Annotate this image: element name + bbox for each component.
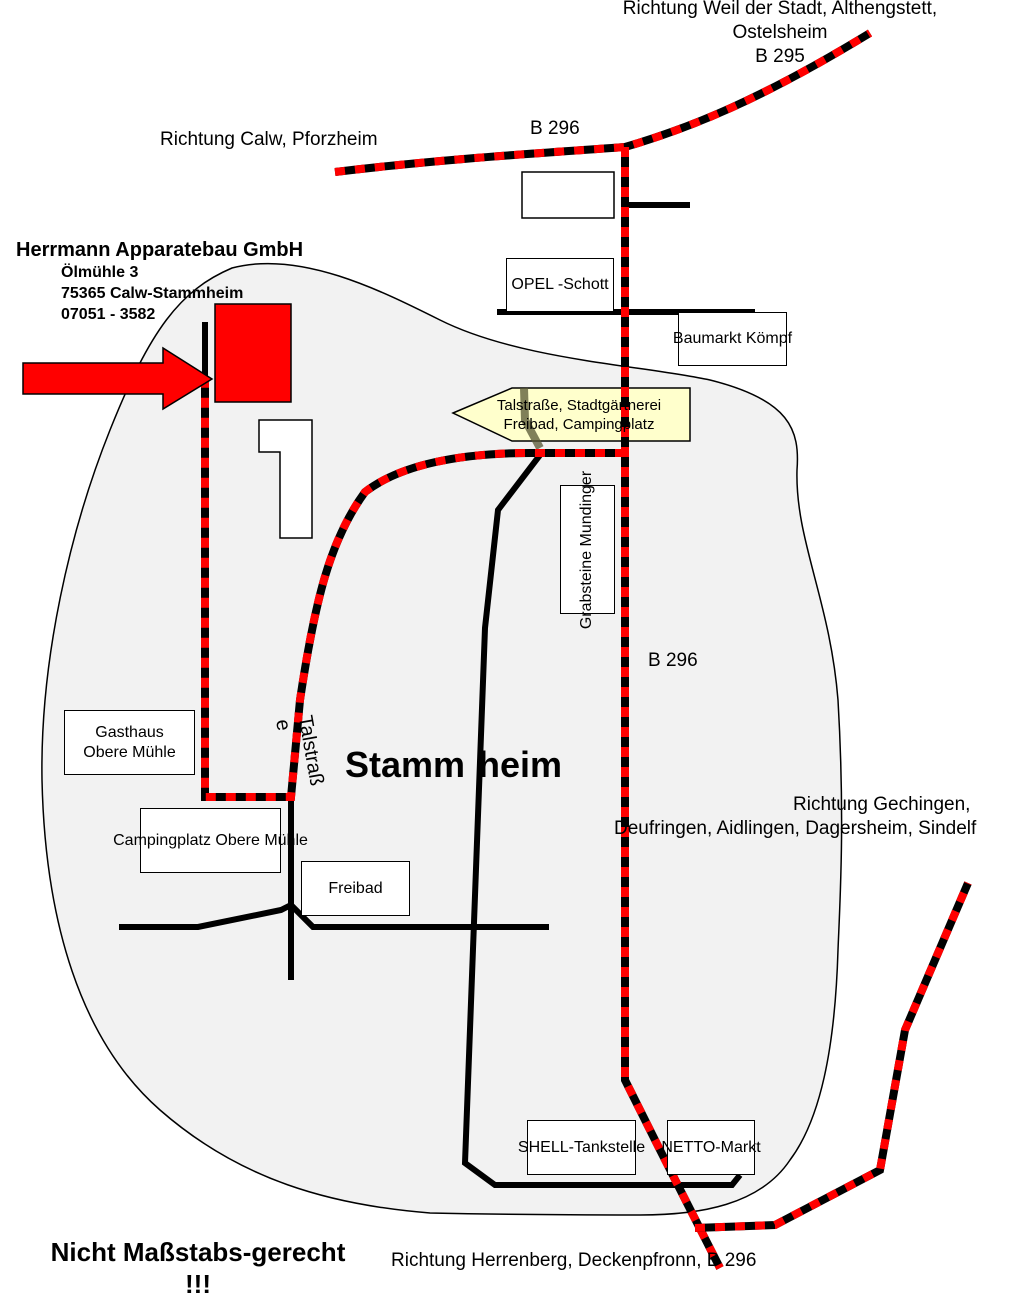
signpost-line2: Freibad, Campingplatz — [503, 416, 655, 433]
place-baumarkt-label: Baumarkt Kömpf — [672, 330, 793, 347]
company-phone: 07051 - 3582 — [61, 306, 156, 323]
direction-east: Richtung Gechingen, Deufringen, Aidlinge… — [600, 793, 1024, 841]
direction-east-line1: Richtung Gechingen, — [793, 794, 971, 815]
route-talstrasse — [201, 380, 625, 801]
direction-north-east-line1: Richtung Weil der Stadt, Althengstett, — [622, 0, 938, 19]
place-gasthaus-line2: Obere Mühle — [83, 743, 176, 761]
place-netto: NETTO-Markt — [661, 1120, 761, 1175]
place-grabsteine-label: Grabsteine Mundinger — [578, 470, 596, 629]
disclaimer-line1: Nicht Maßstabs-gerecht — [50, 1237, 346, 1267]
label-b296-mid: B 296 — [648, 650, 698, 671]
place-opel: OPEL -Schott — [506, 258, 614, 312]
disclaimer-line2: !!! — [185, 1269, 211, 1299]
place-camping-label: Campingplatz Obere Mühle — [113, 831, 308, 849]
company-street: Ölmühle 3 — [61, 264, 139, 281]
road-main-town — [461, 453, 743, 1188]
disclaimer: Nicht Maßstabs-gerecht !!! — [30, 1236, 366, 1300]
direction-south: Richtung Herrenberg, Deckenpfronn, B 296 — [391, 1250, 757, 1271]
signpost-line1: Talstraße, Stadtgärtnerei — [496, 397, 662, 414]
place-freibad-label: Freibad — [328, 879, 383, 897]
road-east-west — [119, 901, 549, 930]
place-netto-label: NETTO-Markt — [661, 1138, 761, 1156]
signpost-road-segment — [520, 387, 544, 450]
place-opel-label: OPEL -Schott — [511, 276, 609, 293]
direction-north-east-line3: B 295 — [755, 46, 805, 67]
town-area — [41, 262, 843, 1216]
direction-north-east-line2: Ostelsheim — [732, 22, 828, 43]
route-b296 — [621, 147, 724, 1270]
direction-east-line2: Deufringen, Aidlingen, Dagersheim, Sinde… — [614, 818, 977, 839]
label-b296-top: B 296 — [530, 118, 580, 139]
place-camping: Campingplatz Obere Mühle — [113, 808, 308, 873]
place-gasthaus-line1: Gasthaus — [95, 723, 164, 741]
signpost-text: Talstraße, Stadtgärtnerei Freibad, Campi… — [470, 396, 688, 434]
company-arrow — [22, 346, 214, 411]
place-shell: SHELL-Tankstelle — [518, 1120, 645, 1175]
place-grabsteine: Grabsteine Mundinger — [560, 470, 615, 629]
routes — [201, 29, 972, 1270]
place-baumarkt: Baumarkt Kömpf — [673, 312, 792, 366]
company-name: Herrmann Apparatebau GmbH — [16, 239, 304, 261]
place-freibad: Freibad — [301, 861, 410, 916]
place-shell-label: SHELL-Tankstelle — [517, 1138, 646, 1156]
town-name-part2: heim — [478, 744, 563, 785]
company-city: 75365 Calw-Stammheim — [61, 285, 244, 302]
direction-north-west: Richtung Calw, Pforzheim — [160, 129, 378, 150]
route-east — [694, 881, 972, 1232]
place-gasthaus: Gasthaus Obere Mühle — [64, 710, 195, 775]
empty-building-box — [521, 171, 615, 219]
signpost-arrow — [451, 387, 691, 442]
direction-north-east: Richtung Weil der Stadt, Althengstett, O… — [590, 0, 970, 69]
company-building — [214, 303, 292, 403]
town-name-part1: Stamm — [345, 744, 466, 785]
building-outline — [258, 419, 313, 539]
